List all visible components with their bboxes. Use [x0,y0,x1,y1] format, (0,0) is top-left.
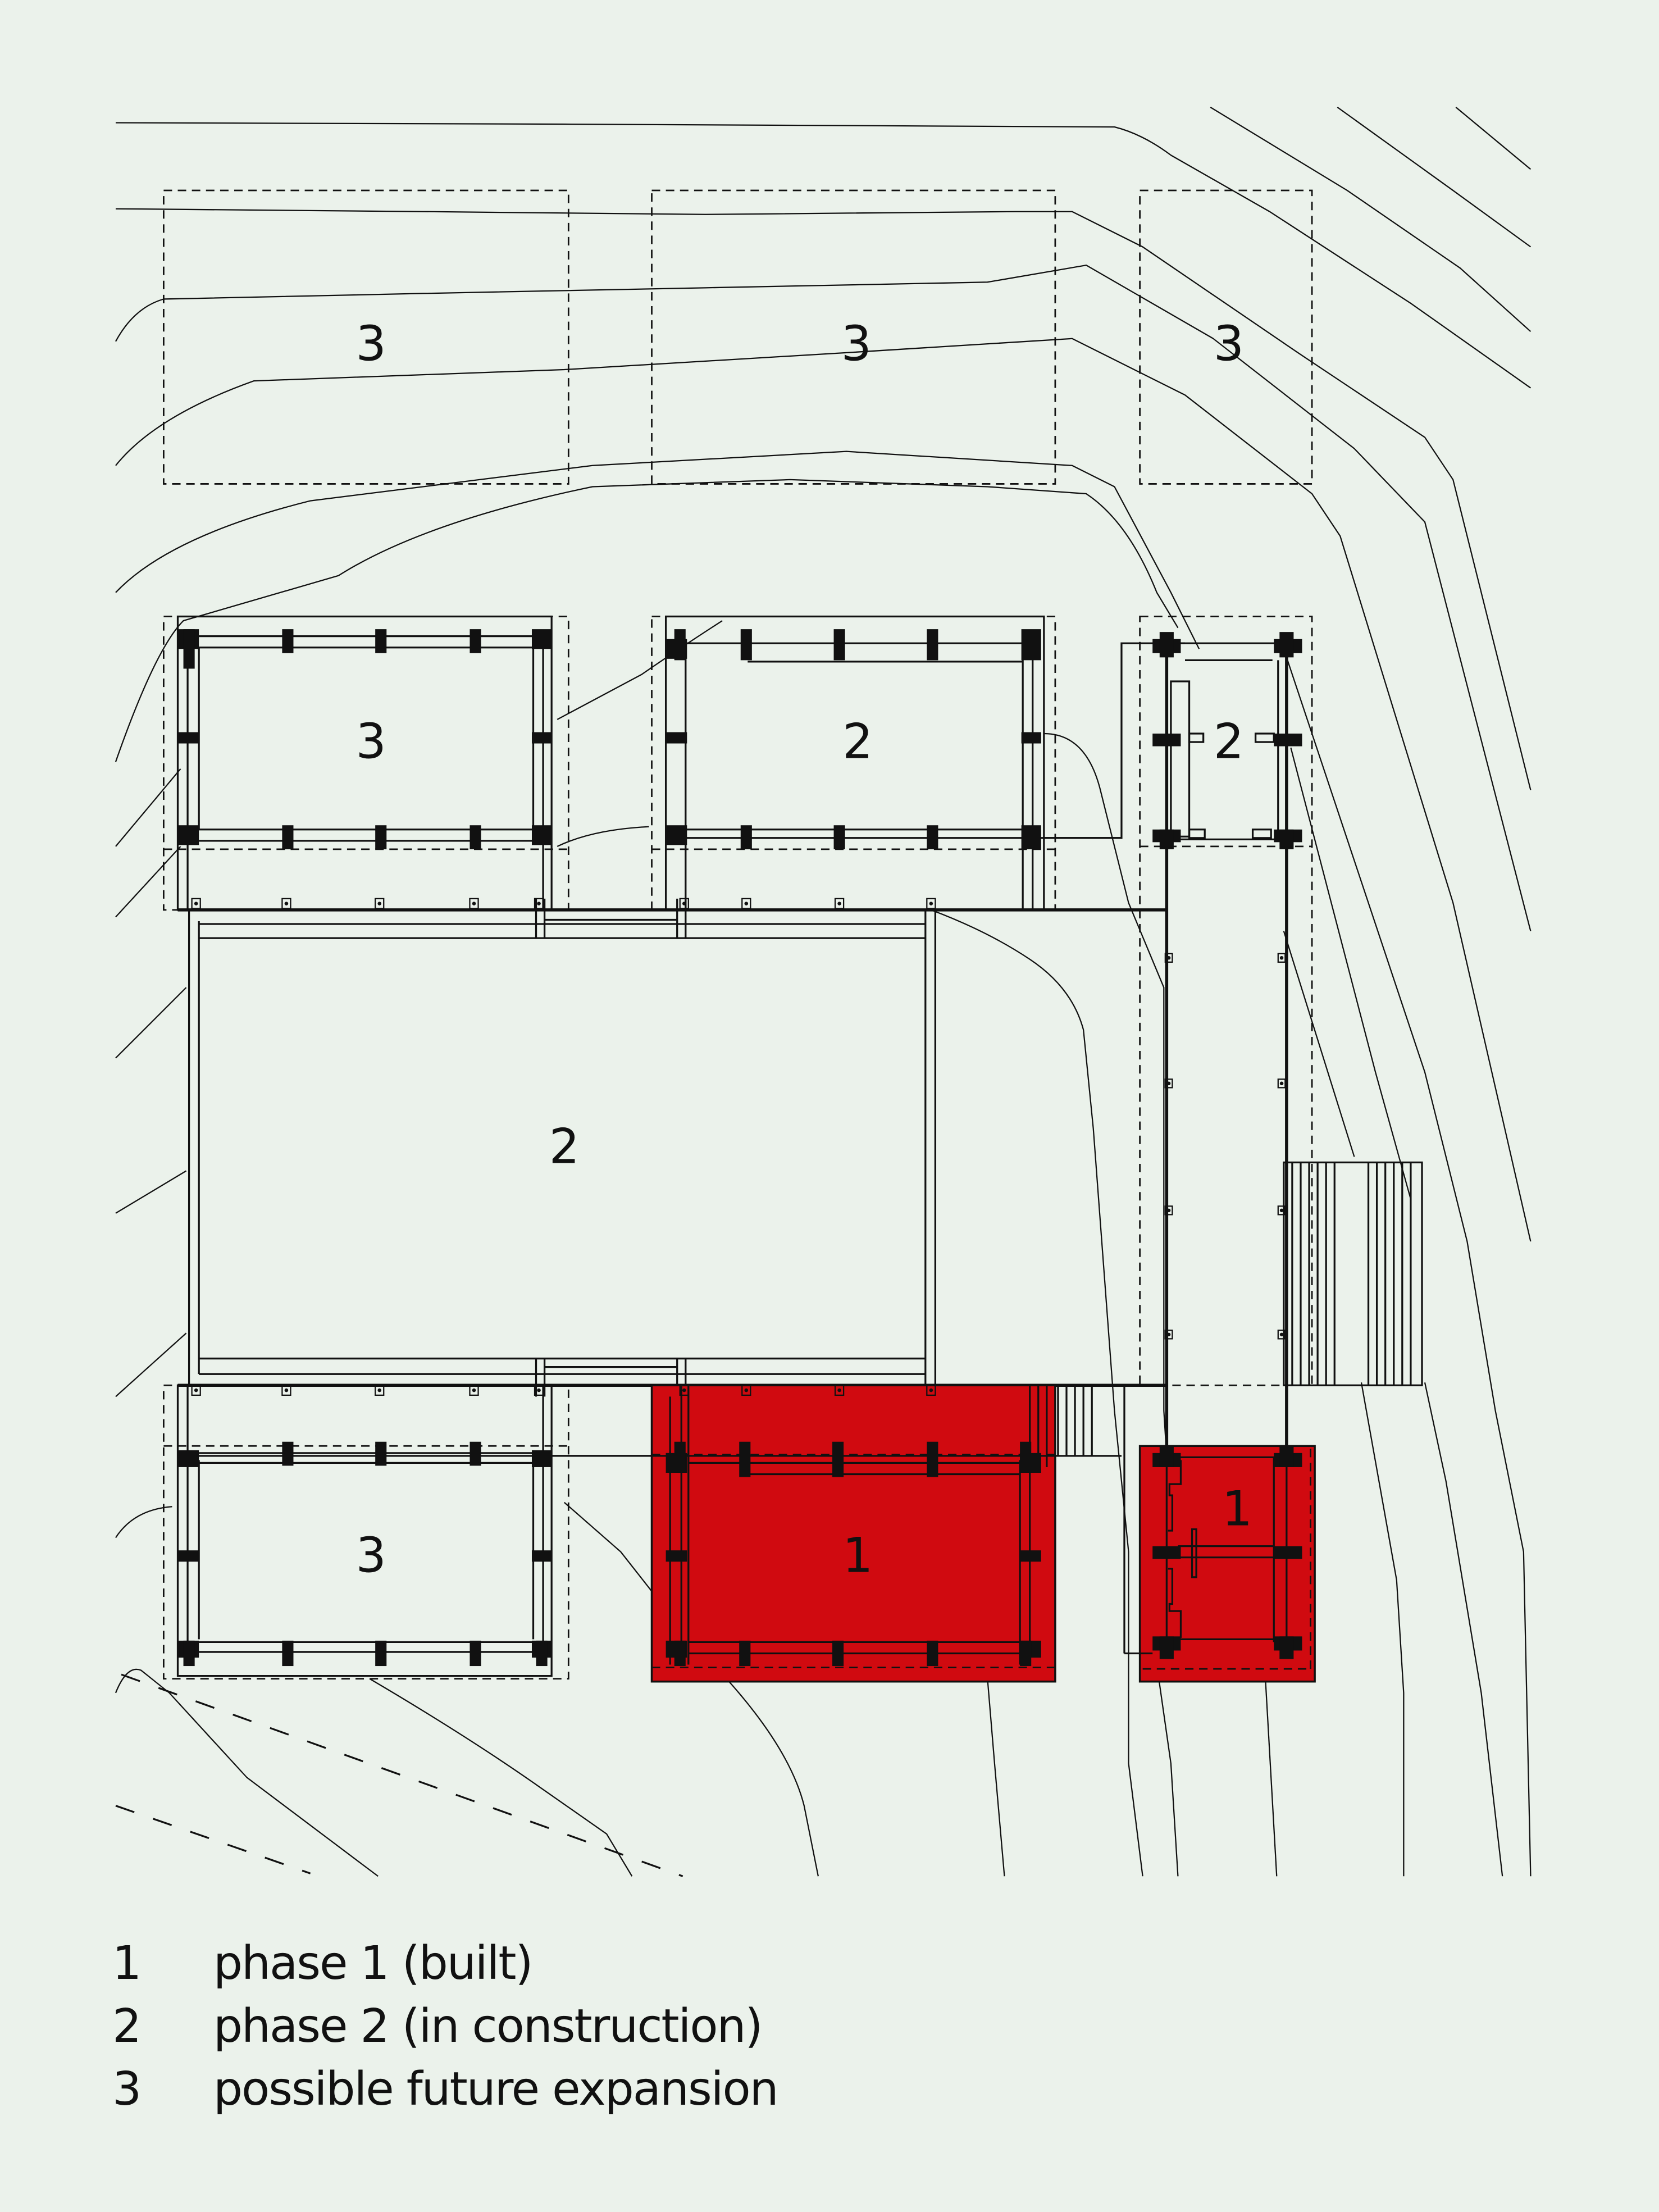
future-zones-top [162,189,1313,485]
legend-text: possible future expansion [213,2063,779,2116]
room-mid-left [176,615,553,911]
legend-number: 2 [112,2000,142,2053]
legend-item-phase-1: 1 phase 1 (built) [112,1932,778,1995]
hall-top-piers [191,898,936,909]
legend: 1 phase 1 (built) 2 phase 2 (in construc… [112,1932,779,2121]
hall-piers [1164,953,1286,1340]
room-bottom-left [162,1384,652,1680]
zone-label-bottom-left: 3 [356,1528,386,1584]
stairs-right [1283,1161,1423,1386]
zone-label-mid-center: 2 [842,714,873,770]
mid-row-outlines [162,616,1313,1386]
zone-label-hall: 2 [549,1119,580,1175]
zone-label-mid-right: 2 [1214,714,1244,770]
legend-text: phase 2 (in construction) [213,2000,763,2053]
room-central-hall [177,898,1167,1397]
legend-number: 3 [112,2063,142,2116]
room-bottom-center-built [536,1384,1122,1683]
zone-label-top-mid: 3 [841,316,872,372]
contour-lines [115,106,1532,1877]
legend-text: phase 1 (built) [213,1937,533,1990]
zone-label-bottom-right: 1 [1222,1482,1252,1537]
zone-labels: 3 3 3 3 2 2 2 3 1 1 [356,316,1252,1583]
legend-number: 1 [112,1937,142,1990]
zone-label-top-left: 3 [356,316,386,372]
zone-label-top-right: 3 [1214,316,1244,372]
zone-label-mid-left: 3 [356,714,386,770]
zone-outline-top-mid [651,189,1056,485]
zone-outline-top-left [162,189,569,485]
room-bottom-right-built [1123,1385,1316,1683]
legend-item-phase-3: 3 possible future expansion [112,2058,779,2121]
built-center-piers [679,1385,936,1396]
legend-item-phase-2: 2 phase 2 (in construction) [112,1995,778,2058]
zone-label-bottom-center: 1 [842,1528,873,1584]
stairs-small [1057,1385,1093,1456]
room-mid-center [664,615,1185,911]
